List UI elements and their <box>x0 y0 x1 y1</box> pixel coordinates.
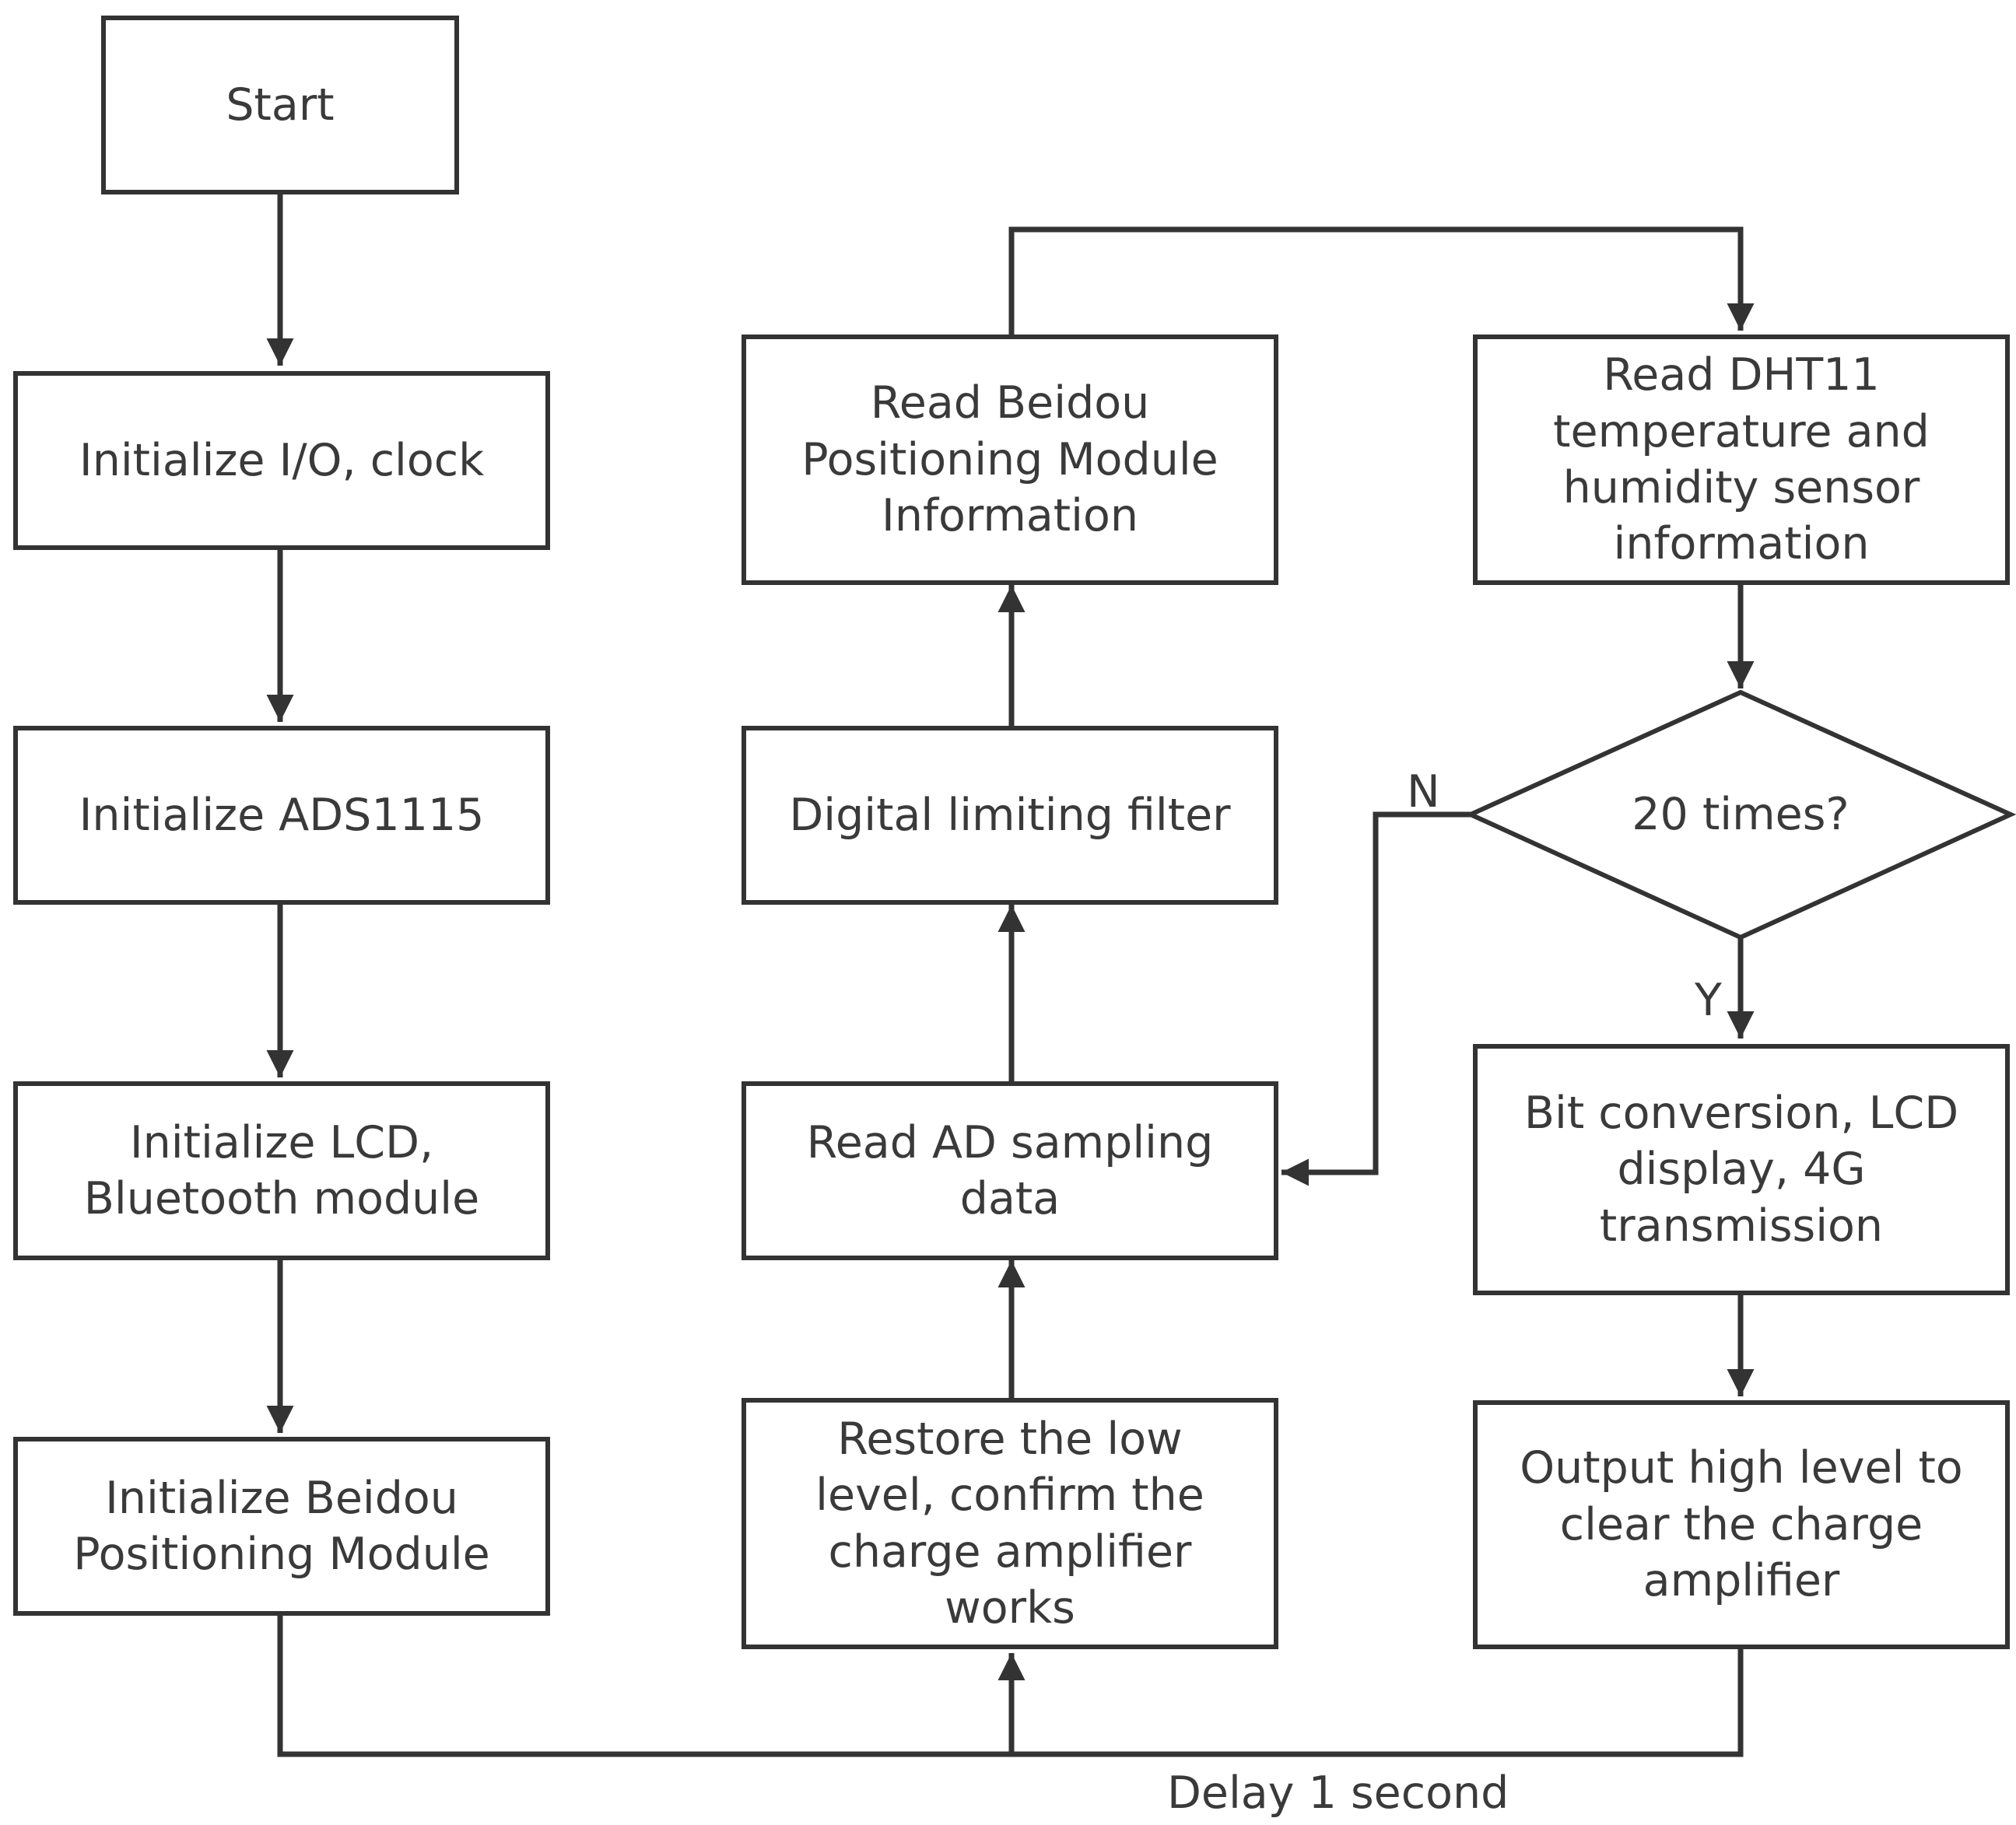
init-lcd-box: Initialize LCD, Bluetooth module <box>13 1081 550 1260</box>
start-box: Start <box>101 16 459 194</box>
arrow-decision-no-to-read-ad <box>1281 811 1471 1186</box>
init-ads-label: Initialize ADS1115 <box>79 789 485 841</box>
init-beidou-label: Initialize Beidou Positioning Module <box>73 1472 490 1580</box>
read-dht-box: Read DHT11 temperature and humidity sens… <box>1473 335 2010 585</box>
bit-conv-label: Bit conversion, LCD display, 4G transmis… <box>1523 1087 1959 1252</box>
read-ad-box: Read AD sampling data <box>742 1081 1278 1260</box>
read-ad-label: Read AD sampling data <box>806 1116 1214 1224</box>
init-beidou-box: Initialize Beidou Positioning Module <box>13 1437 550 1616</box>
no-label: N <box>1407 766 1440 818</box>
output-high-box: Output high level to clear the charge am… <box>1473 1400 2010 1649</box>
yes-label: Y <box>1695 975 1722 1026</box>
init-lcd-label: Initialize LCD, Bluetooth module <box>83 1116 480 1224</box>
init-io-label: Initialize I/O, clock <box>79 434 485 486</box>
line-output-high-to-bus <box>1012 1649 1744 1757</box>
line-init-beidou-to-bus <box>277 1616 1012 1757</box>
restore-low-box: Restore the low level, confirm the charg… <box>742 1398 1278 1649</box>
arrow-read-beidou-to-read-dht <box>1008 226 1755 335</box>
restore-low-label: Restore the low level, confirm the charg… <box>815 1413 1204 1634</box>
delay-label: Delay 1 second <box>1167 1767 1509 1819</box>
read-dht-label: Read DHT11 temperature and humidity sens… <box>1553 349 1930 570</box>
filter-label: Digital limiting filter <box>789 789 1231 841</box>
init-io-box: Initialize I/O, clock <box>13 371 550 550</box>
start-label: Start <box>226 79 335 131</box>
init-ads-box: Initialize ADS1115 <box>13 726 550 905</box>
filter-box: Digital limiting filter <box>742 726 1278 905</box>
bit-conv-box: Bit conversion, LCD display, 4G transmis… <box>1473 1044 2010 1295</box>
read-beidou-box: Read Beidou Positioning Module Informati… <box>742 335 1278 585</box>
read-beidou-label: Read Beidou Positioning Module Informati… <box>801 377 1218 542</box>
decision-label: 20 times? <box>1632 789 1849 840</box>
output-high-label: Output high level to clear the charge am… <box>1520 1442 1963 1607</box>
decision-diamond <box>1464 689 2016 941</box>
